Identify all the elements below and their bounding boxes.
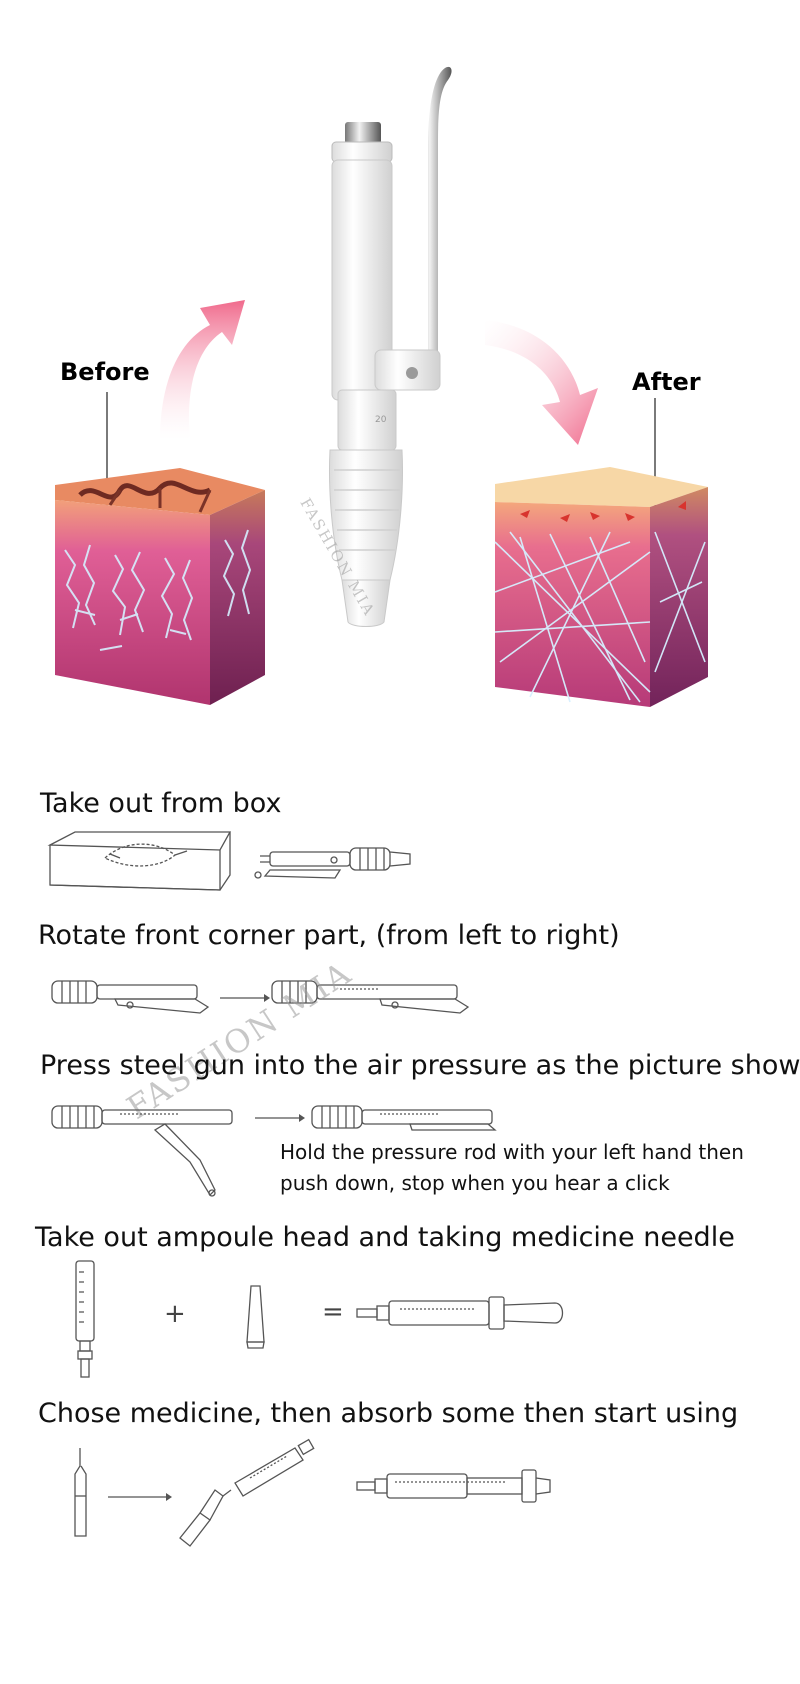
needle-cap-icon bbox=[246, 1285, 265, 1349]
injector-pen-icon bbox=[51, 1105, 233, 1197]
plus-sign: + bbox=[164, 1299, 186, 1329]
step-5: Chose medicine, then absorb some then st… bbox=[0, 1398, 800, 1568]
injector-pen-icon bbox=[311, 1105, 497, 1131]
arrow-right-icon bbox=[220, 994, 270, 1002]
assembled-syringe-icon bbox=[356, 1296, 564, 1330]
equals-sign: = bbox=[322, 1297, 344, 1327]
syringe-drawing-icon bbox=[179, 1438, 315, 1547]
step-1-title: Take out from box bbox=[40, 788, 282, 819]
ampoule-head-icon bbox=[75, 1260, 95, 1378]
assembled-syringe-icon bbox=[356, 1469, 551, 1503]
after-label: After bbox=[632, 368, 701, 396]
step-4-title: Take out ampoule head and taking medicin… bbox=[35, 1222, 735, 1253]
step-2: Rotate front corner part, (from left to … bbox=[0, 920, 800, 1127]
step-3-note-line-2: push down, stop when you hear a click bbox=[280, 1171, 670, 1195]
step-1: Take out from box bbox=[0, 780, 800, 900]
step-5-title: Chose medicine, then absorb some then st… bbox=[38, 1398, 739, 1429]
step-3-title: Press steel gun into the air pressure as… bbox=[40, 1050, 800, 1081]
injector-pen-icon bbox=[254, 847, 411, 879]
box-icon bbox=[47, 831, 232, 891]
skin-before-illustration bbox=[55, 468, 265, 705]
injector-pen-hero: 20 bbox=[329, 66, 452, 627]
arrow-right-icon bbox=[255, 1114, 305, 1122]
step-3: Press steel gun into the air pressure as… bbox=[0, 1050, 800, 1200]
down-arrow-icon bbox=[485, 320, 598, 445]
step-3-note-line-1: Hold the pressure rod with your left han… bbox=[280, 1140, 744, 1164]
step-2-title: Rotate front corner part, (from left to … bbox=[38, 920, 620, 951]
injector-pen-icon bbox=[51, 980, 210, 1014]
injector-pen-icon bbox=[271, 980, 470, 1014]
skin-after-illustration bbox=[494, 467, 708, 707]
up-arrow-icon bbox=[160, 300, 245, 440]
hero-section: Before After bbox=[0, 0, 800, 760]
before-label: Before bbox=[60, 358, 150, 386]
arrow-right-icon bbox=[108, 1493, 172, 1501]
step-4: Take out ampoule head and taking medicin… bbox=[0, 1222, 800, 1382]
pen-scale-mark: 20 bbox=[375, 415, 387, 425]
vial-icon bbox=[74, 1448, 87, 1537]
